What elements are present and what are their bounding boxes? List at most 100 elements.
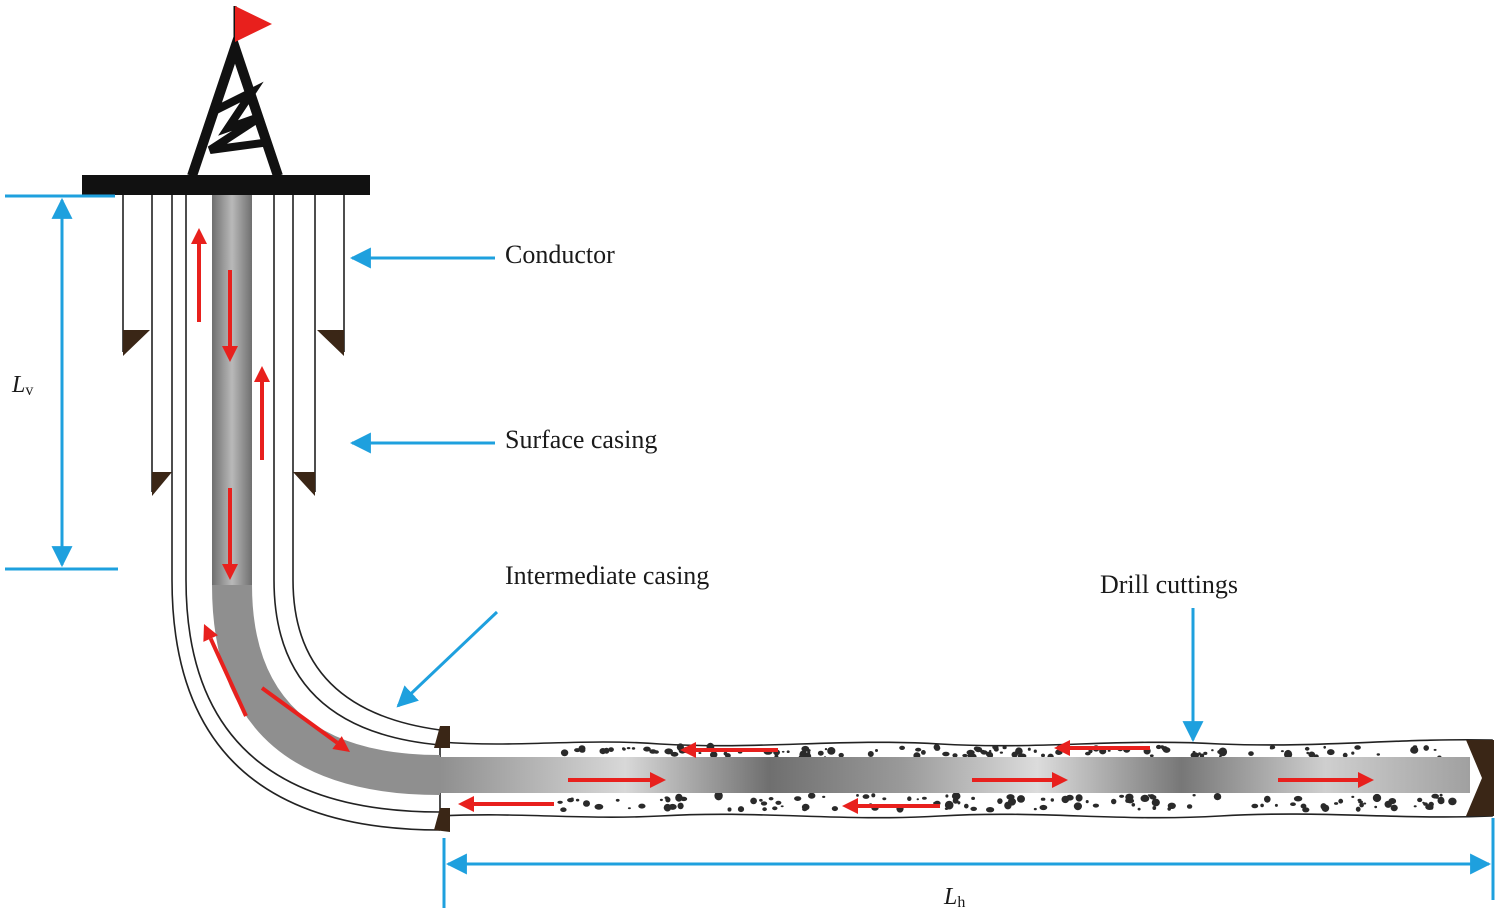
cutting-particle [670,751,679,757]
casing-shoes [123,330,450,832]
cutting-particle [1199,753,1205,758]
cutting-particle [824,748,828,751]
cutting-particle [1160,745,1165,749]
cutting-particle [1306,751,1309,755]
cutting-particle [882,797,887,801]
cutting-particle [1131,803,1136,807]
cutting-particle [659,798,663,802]
intermediate-shoe-lower [434,808,450,832]
cutting-particle [1302,807,1310,813]
cutting-particle [1119,794,1125,798]
cutting-particle [1017,795,1025,803]
cutting-particle [1015,747,1023,755]
cutting-particle [1213,793,1222,801]
cutting-particle [1338,798,1344,804]
conductor-label: Conductor [505,240,615,269]
lv-dimension-label: Lv [11,372,33,399]
cutting-particle [1274,803,1278,807]
cutting-particle [1435,796,1439,799]
pipe-down-arrow-head [222,346,238,362]
conductor-shoe-left [123,330,150,356]
cutting-particle [1269,745,1276,750]
cutting-particle [921,750,926,755]
cutting-particle [583,800,590,807]
cutting-particle [750,797,757,805]
cutting-particle [631,747,636,750]
cutting-particle [942,751,950,757]
cutting-particle [772,806,778,811]
cutting-particle [838,752,844,758]
cutting-particle [1359,802,1364,808]
cutting-particle [831,806,839,812]
cutting-particle [808,792,816,799]
cutting-particle [710,751,718,759]
cutting-particle [1039,804,1048,811]
cutting-particle [856,794,859,797]
cutting-particle [1149,795,1157,800]
conductor-shoe-right [317,330,344,356]
cutting-particle [1417,797,1423,803]
cutting-particle [1260,803,1264,808]
cutting-particle [957,802,961,805]
cutting-particle [1151,798,1160,807]
cutting-particle [1002,745,1007,750]
lh-dimension-label: Lh [943,884,965,911]
cutting-particle [1147,794,1151,796]
cutting-particle [727,807,732,812]
casing-strings [122,195,441,831]
cutting-particle [1167,802,1176,809]
cutting-particle [970,806,977,812]
cutting-particle [822,795,826,799]
intermediate-casing-outer-curve [171,195,441,831]
cutting-particle [862,794,870,799]
cutting-particle [993,745,999,751]
cutting-particle [1111,798,1117,805]
cutting-particle [801,745,810,752]
cutting-particle [1065,794,1074,801]
flag-icon [235,6,272,42]
cutting-particle [627,807,631,810]
dimension-lines [5,194,1495,908]
cutting-particle [737,806,745,813]
cutting-particle [579,748,586,753]
cutting-particle [1156,744,1162,750]
surface-casing-shoe-left [152,472,172,496]
cutting-particle [1006,794,1015,800]
cutting-particle [1376,753,1381,756]
cutting-particle [1085,800,1089,804]
cutting-particle [1429,807,1434,810]
cutting-particle [1033,807,1037,811]
cutting-particle [962,753,968,758]
cutting-particle [1413,805,1417,808]
drill-cuttings-particles [557,742,1457,813]
cutting-particle [1040,797,1046,801]
cutting-particle [1280,750,1284,753]
lateral-lower-return-arrow-2-head [842,798,858,814]
cutting-particle [1284,749,1293,759]
cutting-particle [1334,802,1339,805]
cutting-particle [933,801,938,805]
cutting-particle [759,798,763,802]
cutting-particle [1439,793,1443,797]
pipe-down-arrow-2-head [222,564,238,580]
cutting-particle [643,746,651,752]
cutting-particle [922,796,927,800]
cutting-particle [1441,800,1445,804]
cutting-particle [1251,803,1259,809]
cutting-particle [780,805,784,808]
cutting-particle [801,803,810,811]
cutting-particle [698,752,702,754]
cutting-particle [916,798,919,801]
cutting-particle [615,798,620,802]
cutting-particle [951,792,961,800]
cutting-particle [1358,800,1363,804]
circulation-flow-arrows [191,228,1374,814]
cutting-particle [603,748,609,753]
cutting-particle [1448,797,1457,806]
cutting-particle [1073,802,1082,811]
cutting-particle [626,747,631,750]
cutting-particle [986,807,995,813]
cutting-particle [1304,746,1310,751]
cutting-particle [1374,805,1378,809]
cutting-particle [664,796,669,800]
